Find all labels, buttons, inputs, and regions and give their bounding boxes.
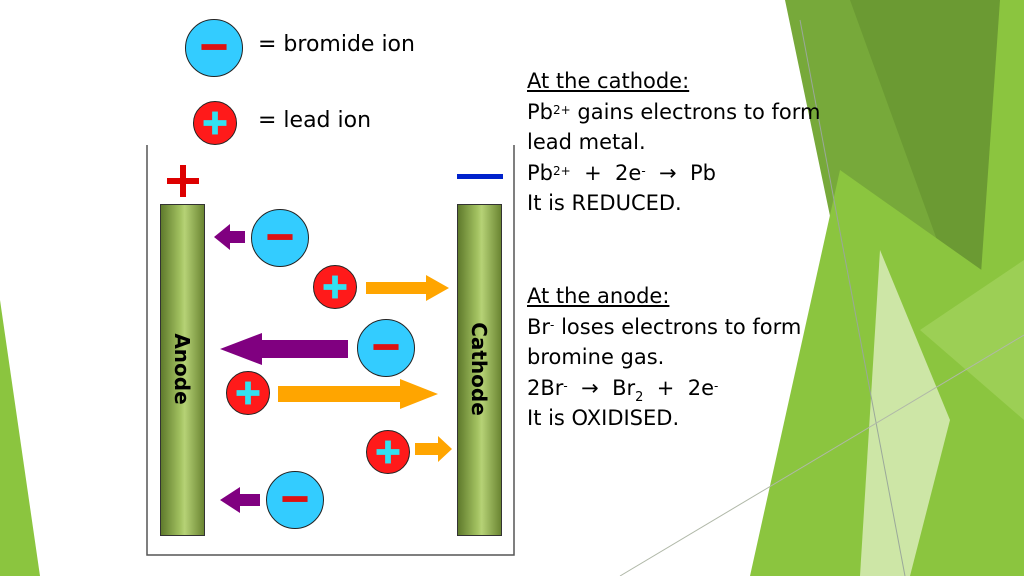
anode-electrode: [160, 204, 205, 536]
anode-explanation: At the anode: Br- loses electrons to for…: [527, 281, 801, 434]
beaker-outline: [146, 145, 515, 556]
bromide-ion: [266, 471, 324, 529]
legend-lead-label: = lead ion: [258, 108, 372, 133]
cathode-minus-sign-icon: [457, 174, 503, 179]
bromide-ion: [357, 319, 415, 377]
anode-plus-sign-icon: [167, 165, 199, 197]
minus-sign-icon: [267, 234, 293, 240]
lead-ion: [226, 371, 270, 415]
plus-sign-icon: [236, 381, 260, 405]
bg-shape-accent: [920, 260, 1024, 420]
anode-line2: bromine gas.: [527, 345, 665, 369]
legend-bromide-ion-icon: [185, 19, 243, 77]
lead-ion: [366, 430, 410, 474]
legend-bromide-label: = bromide ion: [258, 32, 415, 57]
arrow-left-icon: [214, 224, 245, 250]
plus-sign-icon: [376, 440, 400, 464]
cathode-electrode: [457, 204, 502, 536]
bromide-ion: [251, 209, 309, 267]
anode-line1: Br- loses electrons to form: [527, 314, 802, 339]
bg-shape-left: [0, 300, 40, 576]
arrow-right-icon: [415, 436, 452, 462]
anode-line4: It is OXIDISED.: [527, 406, 680, 430]
arrow-left-icon: [220, 333, 348, 365]
cathode-line2: lead metal.: [527, 130, 646, 154]
bg-line-1: [799, 19, 906, 576]
lead-ion: [313, 265, 357, 309]
bg-shape-light: [860, 250, 950, 576]
cathode-line1: Pb2+ gains electrons to form: [527, 99, 821, 124]
minus-sign-icon: [201, 44, 227, 50]
minus-sign-icon: [282, 496, 308, 502]
cathode-line4: It is REDUCED.: [527, 191, 682, 215]
anode-equation: 2Br- → Br2 + 2e-: [527, 375, 719, 405]
bg-line-2: [619, 334, 1024, 576]
anode-heading: At the anode:: [527, 284, 670, 308]
cathode-equation: Pb2+ + 2e- → Pb: [527, 160, 716, 185]
plus-sign-icon: [323, 275, 347, 299]
arrow-right-icon: [366, 275, 449, 301]
cathode-heading: At the cathode:: [527, 69, 690, 93]
cathode-explanation: At the cathode: Pb2+ gains electrons to …: [527, 66, 820, 219]
plus-sign-icon: [203, 111, 227, 135]
minus-sign-icon: [373, 344, 399, 350]
arrow-left-icon: [220, 487, 260, 513]
arrow-right-icon: [278, 379, 438, 409]
legend-lead-ion-icon: [193, 101, 237, 145]
